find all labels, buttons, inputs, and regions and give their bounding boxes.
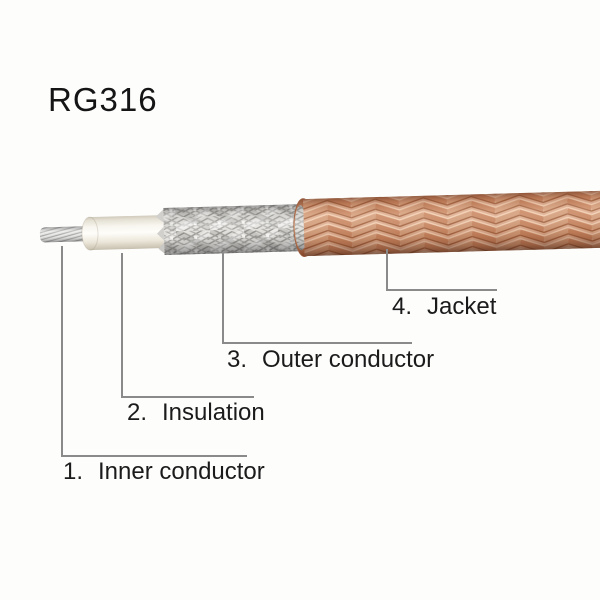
label-insulation: 2. Insulation [127, 399, 265, 427]
label-jacket: 4. Jacket [392, 293, 496, 321]
leader-line-jacket [386, 249, 497, 291]
label-text: Insulation [162, 399, 265, 426]
inner-conductor-graphic [39, 226, 95, 243]
label-number: 3. [227, 346, 248, 373]
leader-line-outer-conductor [222, 252, 412, 344]
label-text: Outer conductor [262, 346, 435, 373]
insulation-graphic [81, 214, 173, 251]
label-number: 2. [127, 399, 148, 426]
jacket-graphic [303, 189, 600, 257]
label-outer-conductor: 3. Outer conductor [227, 346, 434, 374]
label-number: 1. [63, 458, 84, 485]
label-text: Jacket [427, 293, 497, 320]
leader-line-inner-conductor [61, 246, 247, 457]
label-number: 4. [392, 293, 413, 320]
page-title: RG316 [48, 81, 158, 118]
label-inner-conductor: 1. Inner conductor [63, 458, 265, 486]
outer-conductor-graphic [155, 204, 299, 256]
leader-line-insulation [121, 253, 254, 398]
label-text: Inner conductor [98, 458, 265, 485]
